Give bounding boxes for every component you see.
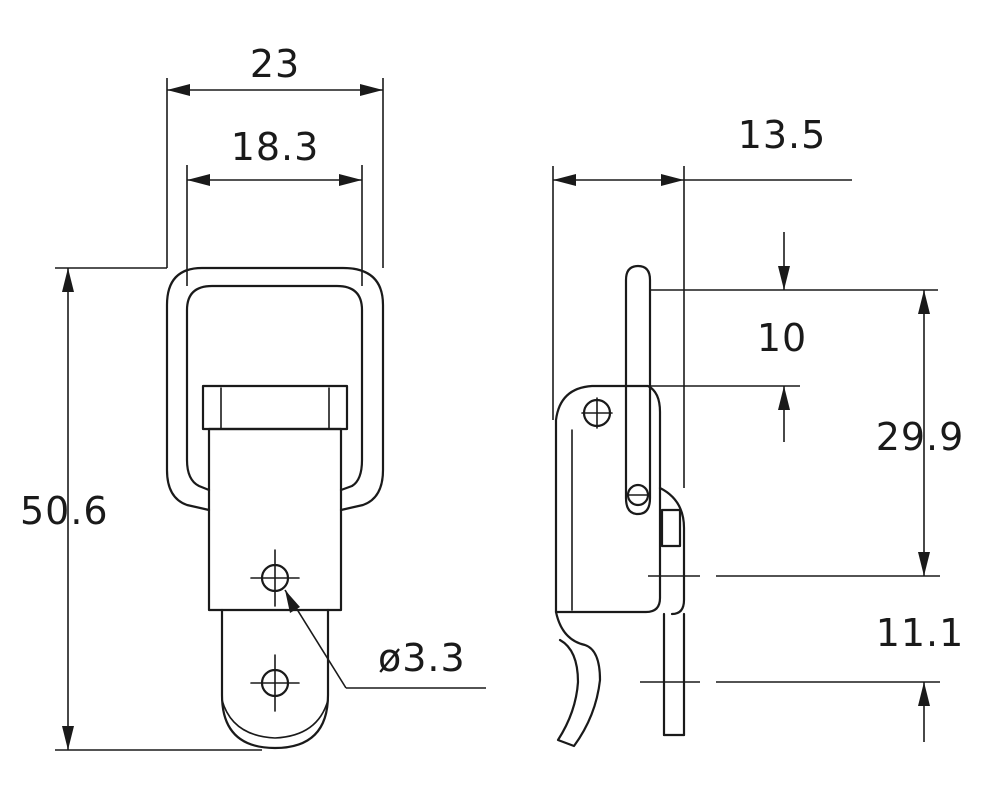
side-view: 13.5 10 29.9 11.1 (552, 113, 965, 748)
hinge-block (201, 384, 349, 431)
label-height-mid: 29.9 (876, 415, 965, 459)
label-width-inner: 18.3 (231, 125, 320, 169)
label-width-overall: 23 (250, 42, 300, 86)
label-height-lower: 11.1 (876, 611, 965, 655)
catch-tab (660, 508, 682, 548)
label-depth: 13.5 (738, 113, 827, 157)
tongue-curl (221, 699, 329, 739)
front-view: 23 18.3 50.6 ø3.3 (20, 42, 486, 751)
upper-plate (207, 427, 343, 612)
wire-loop-outer (165, 266, 385, 512)
lower-tongue (220, 608, 330, 750)
catch-bracket (658, 486, 686, 616)
label-hole-diameter: ø3.3 (378, 636, 466, 680)
label-offset-top: 10 (757, 316, 807, 360)
label-height-overall: 50.6 (20, 489, 109, 533)
side-arm (624, 264, 652, 516)
side-hook (554, 610, 602, 748)
wire-loop-inner (185, 284, 364, 492)
side-base-plate (554, 384, 662, 614)
